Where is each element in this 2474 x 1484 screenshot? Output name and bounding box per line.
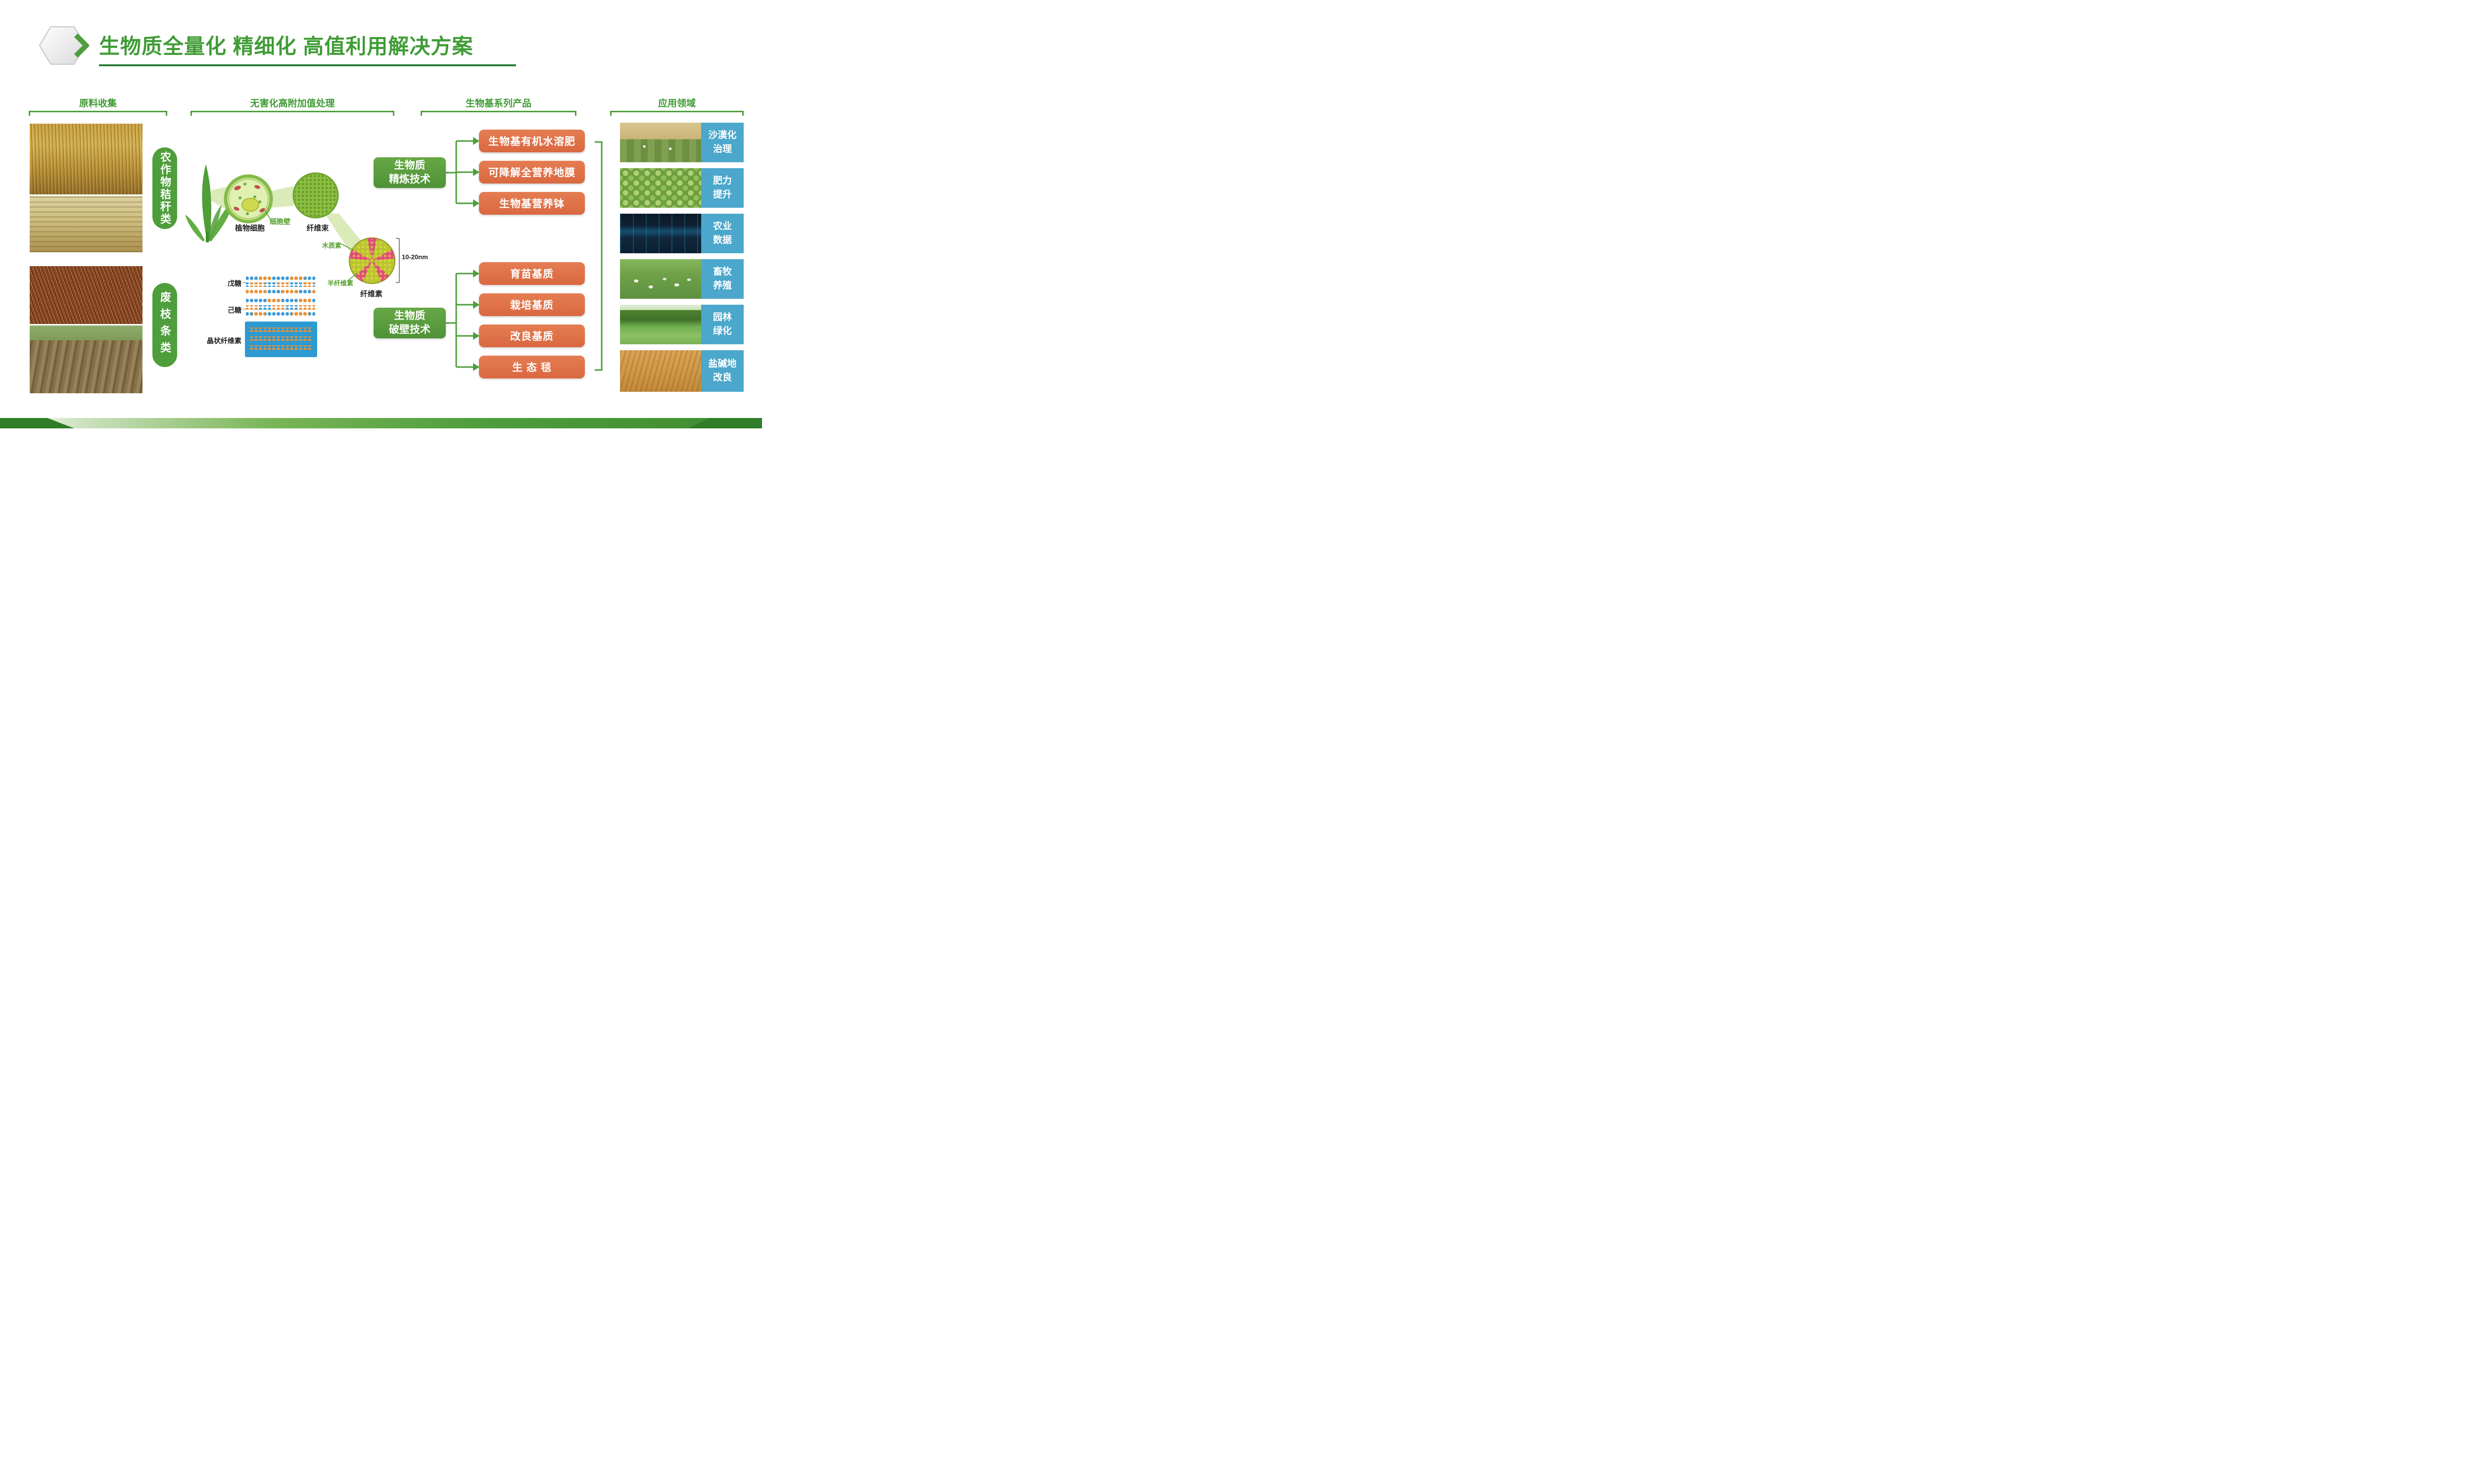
photo-straw-bales	[30, 196, 143, 252]
section-title-processing: 无害化高附加值处理	[250, 98, 335, 109]
application-label-line: 绿化	[713, 326, 732, 336]
label-hemicellulose: 半纤维素	[328, 279, 354, 287]
material-label-waste-branches: 废枝条类	[152, 283, 177, 367]
material-label-crop-straw: 农作物秸秆类	[152, 147, 177, 229]
product-water-soluble-fertilizer: 生物基有机水溶肥	[479, 130, 585, 152]
label-cellulose: 纤维素	[360, 290, 383, 298]
photo-agri-data	[620, 214, 701, 253]
product-cultivation-substrate: 栽培基质	[479, 293, 585, 316]
application-row-livestock: 畜牧 养殖	[620, 259, 744, 299]
title-underline	[99, 64, 516, 66]
label-connectors	[242, 282, 246, 310]
hexagon-arrow-icon	[39, 26, 89, 65]
application-row-agri-data: 农业 数据	[620, 214, 744, 253]
tech-refining-line2: 精炼技术	[389, 174, 430, 185]
section-title-materials: 原料收集	[79, 98, 117, 109]
application-row-saline-soil: 盐碱地 改良	[620, 350, 744, 392]
section-bracket-products	[421, 111, 576, 116]
application-label-line: 肥力	[713, 176, 732, 186]
label-pentose: 戊糖	[228, 279, 241, 287]
photo-fertility	[620, 168, 701, 208]
page-title: 生物质全量化 精细化 高值利用解决方案	[99, 35, 474, 58]
footer-ribbon	[0, 418, 762, 428]
products-applications-bracket	[595, 141, 603, 371]
section-bracket-applications	[610, 111, 744, 116]
application-label-line: 农业	[713, 221, 732, 232]
label-hexose: 己糖	[228, 306, 241, 314]
fiber-bundle-illustration	[292, 172, 339, 219]
photo-waste-branches	[30, 266, 143, 324]
application-label-agri-data: 农业 数据	[701, 214, 744, 253]
label-cell-wall: 细胞壁	[270, 218, 290, 226]
application-label-line: 沙漠化	[708, 130, 737, 141]
application-label-line: 园林	[713, 312, 732, 323]
application-label-line: 盐碱地	[708, 359, 737, 370]
product-nutrition-pot: 生物基营养钵	[479, 192, 585, 215]
wall-breaking-arrowheads	[473, 270, 479, 371]
product-eco-blanket: 生 态 毯	[479, 356, 585, 378]
section-title-applications: 应用领域	[658, 98, 696, 109]
tech-box-wall-breaking: 生物质 破壁技术	[374, 308, 446, 338]
photo-corn-straw	[30, 124, 143, 194]
application-label-line: 养殖	[713, 280, 732, 291]
application-label-line: 提升	[713, 189, 732, 200]
label-diameter: 10-20nm	[402, 253, 428, 261]
photo-landscaping	[620, 305, 701, 344]
product-seedling-substrate: 育苗基质	[479, 262, 585, 285]
hexose-chains	[246, 298, 315, 317]
pentose-chains	[246, 276, 315, 294]
plant-illustration	[185, 164, 235, 242]
application-row-landscaping: 园林 绿化	[620, 305, 744, 344]
photo-livestock	[620, 259, 701, 299]
label-crystalline-cellulose: 晶状纤维素	[207, 337, 241, 345]
application-label-fertility: 肥力 提升	[701, 168, 744, 208]
application-label-line: 畜牧	[713, 267, 732, 278]
application-label-line: 改良	[713, 372, 732, 383]
slide: 生物质全量化 精细化 高值利用解决方案 原料收集 无害化高附加值处理 生物基系列…	[0, 0, 762, 428]
tech-wall-breaking-line2: 破壁技术	[389, 324, 430, 335]
product-degradable-mulch-film: 可降解全营养地膜	[479, 161, 585, 184]
section-bracket-processing	[190, 111, 394, 116]
product-improvement-substrate: 改良基质	[479, 325, 585, 347]
application-label-desert-control: 沙漠化 治理	[701, 123, 744, 162]
label-fiber-bundle: 纤维束	[306, 224, 329, 232]
photo-pruned-branches	[30, 325, 143, 393]
application-label-line: 治理	[713, 144, 732, 154]
footer-accent-right	[688, 418, 762, 428]
plant-cell-illustration	[224, 174, 273, 224]
label-lignin: 木质素	[322, 242, 342, 249]
measure-bracket	[396, 238, 400, 283]
label-plant-cell: 植物细胞	[235, 224, 265, 232]
refining-connectors	[445, 140, 473, 204]
tech-refining-line1: 生物质	[394, 159, 426, 171]
tech-box-refining: 生物质 精炼技术	[374, 157, 446, 188]
tech-wall-breaking-line1: 生物质	[394, 310, 426, 322]
photo-desert-control	[620, 123, 701, 162]
section-title-products: 生物基系列产品	[465, 98, 531, 109]
application-label-livestock: 畜牧 养殖	[701, 259, 744, 299]
cellulose-cross-section	[348, 237, 396, 284]
photo-saline-soil	[620, 350, 701, 392]
application-label-landscaping: 园林 绿化	[701, 305, 744, 344]
application-row-desert-control: 沙漠化 治理	[620, 123, 744, 162]
wall-breaking-connectors	[445, 273, 473, 368]
application-label-line: 数据	[713, 235, 732, 245]
crystalline-cellulose-illustration	[245, 322, 317, 357]
application-row-fertility: 肥力 提升	[620, 168, 744, 208]
application-label-saline-soil: 盐碱地 改良	[701, 350, 744, 392]
section-bracket-materials	[29, 111, 167, 116]
